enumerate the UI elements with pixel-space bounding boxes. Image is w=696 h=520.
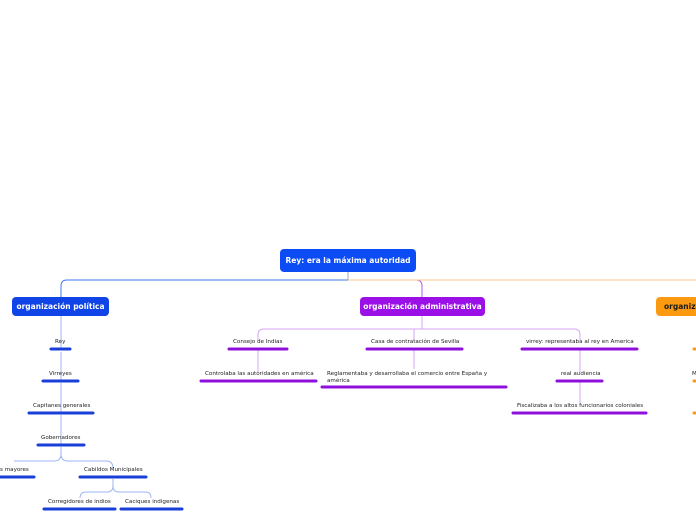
- node-corregidores-de-indios[interactable]: Corregidores de indios: [48, 499, 111, 505]
- node-casa-detalle[interactable]: Reglamentaba y desarrollaba el comercio …: [327, 371, 488, 384]
- node-real-audiencia[interactable]: real audiencia: [561, 371, 601, 377]
- node-caciques-indigenas[interactable]: Caciques indigenas: [125, 499, 180, 505]
- node-consejo-de-indias[interactable]: Consejo de Indias: [233, 339, 283, 345]
- node-cabildos-municipales[interactable]: Cabildos Municipales: [84, 467, 143, 473]
- admin-split: [257, 315, 581, 340]
- node-alcaldias-mayores[interactable]: s mayores: [0, 467, 29, 473]
- admin-chain: [257, 350, 581, 404]
- rail-middle: [348, 279, 423, 297]
- gobernadores-split: [14, 447, 114, 469]
- branch-organizacion-third[interactable]: organiza: [656, 297, 696, 316]
- branch-organizacion-administrativa[interactable]: organización administrativa: [360, 297, 485, 316]
- node-capitanes-generales[interactable]: Capitanes generales: [33, 403, 91, 409]
- node-third-partial[interactable]: M: [692, 371, 696, 377]
- node-consejo-detalle[interactable]: Controlaba las autoridades en américa: [205, 371, 314, 377]
- node-virreyes[interactable]: Virreyes: [49, 371, 72, 377]
- node-audiencia-detalle[interactable]: Fiscalizaba a los altos funcionarios col…: [517, 403, 644, 409]
- third-bars: [692, 347, 696, 415]
- rail-left: [60, 279, 348, 297]
- cabildos-split: [79, 479, 152, 499]
- node-rey[interactable]: Rey: [55, 339, 66, 345]
- branch-organizacion-politica[interactable]: organización política: [12, 297, 109, 316]
- node-gobernadores[interactable]: Gobernadores: [41, 435, 81, 441]
- politica-bars: [0, 347, 184, 511]
- admin-bars: [199, 347, 648, 415]
- node-casa-de-contratacion[interactable]: Casa de contratación de Sevilla: [371, 339, 460, 345]
- root-node[interactable]: Rey: era la máxima autoridad: [280, 249, 416, 272]
- node-virrey[interactable]: virrey: representaba al rey en America: [526, 339, 634, 345]
